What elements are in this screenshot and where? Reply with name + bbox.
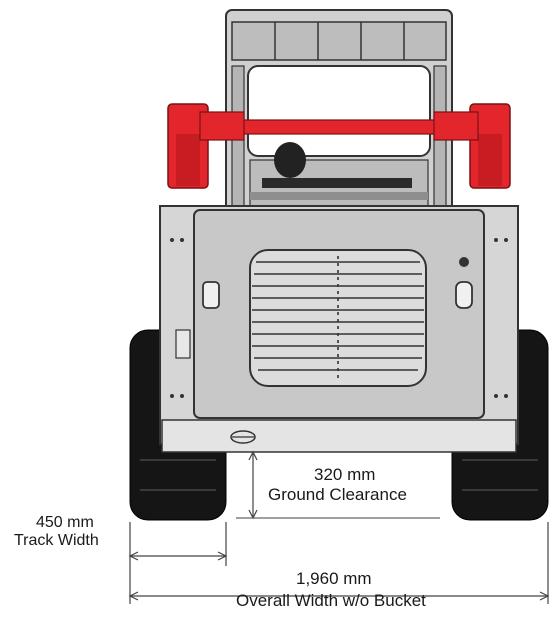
track-width-label: Track Width (14, 532, 99, 549)
overall-width-value: 1,960 mm (296, 569, 372, 588)
ground-clearance-value: 320 mm (314, 465, 376, 484)
overall-width-label: Overall Width w/o Bucket (236, 591, 426, 610)
lift-arms (167, 103, 511, 189)
track-width-value: 450 mm (36, 514, 94, 531)
grille (252, 256, 424, 380)
ground-clearance-label: Ground Clearance (268, 485, 407, 504)
operator-cab (225, 9, 453, 221)
dimension-lines (128, 450, 550, 604)
rear-door (193, 209, 485, 419)
